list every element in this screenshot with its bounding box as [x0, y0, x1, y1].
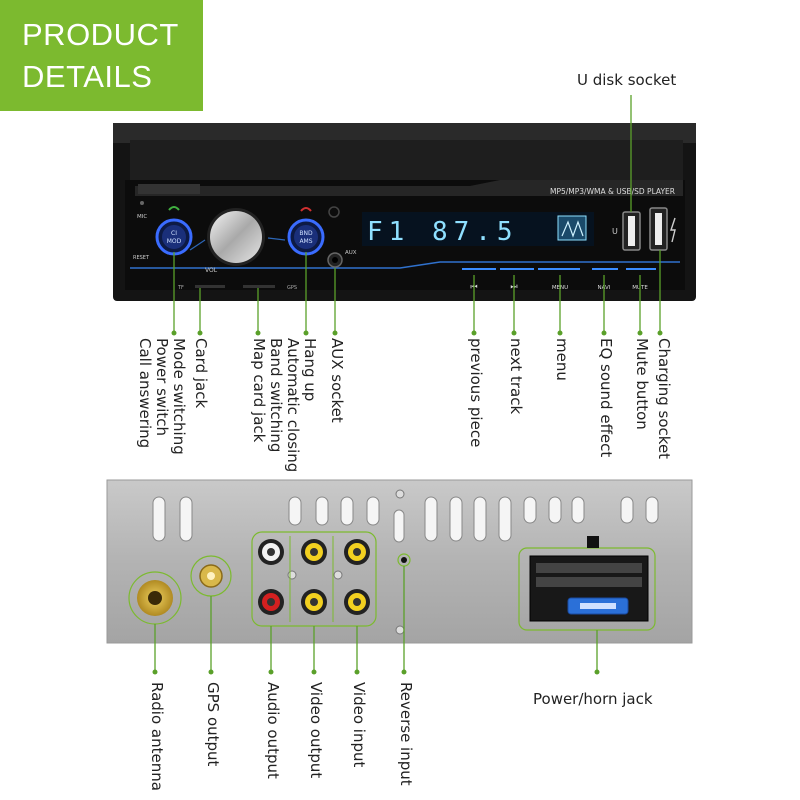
next-track-label: next track	[507, 338, 525, 415]
hang-group-label: Hang up Automatic closing Band switching	[267, 338, 319, 473]
aux-label: AUX	[345, 250, 357, 256]
call-group-label: Mode switching Power switch Call answeri…	[136, 338, 188, 455]
usb-label: U	[612, 227, 618, 236]
front-leader-dots	[171, 330, 663, 336]
hang-up-label: Hang up	[301, 338, 319, 402]
mute-button-label: Mute button	[633, 338, 651, 430]
band-button-line2: AMS	[299, 238, 312, 245]
mode-button-line1: CI	[171, 230, 177, 237]
radio-antenna-label: Radio antenna	[148, 682, 166, 791]
reset-label: RESET	[133, 255, 150, 261]
video-output-yellow-2[interactable]	[301, 589, 327, 615]
badge-line-2: DETAILS	[22, 59, 153, 94]
hang-up-icon	[300, 207, 312, 212]
display-text: F1 87.5	[367, 217, 519, 247]
mode-button[interactable]: CI MOD	[155, 218, 193, 256]
previous-piece-label: previous piece	[467, 338, 485, 448]
video-output-yellow-1[interactable]	[301, 539, 327, 565]
gps-label: GPS	[287, 285, 297, 291]
audio-output-red[interactable]	[258, 589, 284, 615]
charging-socket-label: Charging socket	[655, 338, 673, 460]
automatic-closing-label: Automatic closing	[284, 338, 302, 473]
eq-sound-effect-label: EQ sound effect	[597, 338, 615, 458]
mic-hole	[140, 201, 144, 205]
mode-button-line2: MOD	[167, 238, 182, 245]
card-jack-label: Card jack	[192, 338, 210, 409]
video-input-label: Video input	[350, 682, 368, 768]
tf-slot[interactable]	[195, 285, 225, 288]
rear-panel	[106, 479, 693, 644]
mode-switching-label: Mode switching	[170, 338, 188, 455]
lcd-display	[362, 212, 594, 246]
product-details-badge: PRODUCT DETAILS	[0, 0, 203, 111]
aux-socket-label: AUX socket	[328, 338, 346, 423]
panel-header-text: MP5/MP3/WMA & USB/SD PLAYER	[550, 187, 675, 196]
video-output-label: Video output	[307, 682, 325, 779]
speaker-grille	[328, 206, 340, 218]
audio-output-label: Audio output	[264, 682, 282, 779]
video-input-yellow-2[interactable]	[344, 589, 370, 615]
rear-leader-lines	[154, 566, 598, 672]
reverse-input-label: Reverse input	[397, 682, 415, 786]
vol-label: VOL	[205, 267, 218, 274]
call-answer-icon	[168, 206, 180, 211]
power-horn-connector[interactable]	[518, 536, 656, 631]
video-input-yellow-1[interactable]	[344, 539, 370, 565]
map-card-jack-label: Map card jack	[250, 338, 268, 443]
band-switching-label: Band switching	[267, 338, 285, 453]
band-button[interactable]: BND AMS	[287, 218, 325, 256]
gps-output-label: GPS output	[204, 682, 222, 767]
menu-label: menu	[553, 338, 571, 381]
lightning-icon	[670, 217, 676, 243]
gps-card-slot[interactable]	[243, 285, 275, 288]
power-horn-jack-label: Power/horn jack	[533, 690, 653, 708]
front-leader-lines	[173, 95, 661, 333]
u-disk-socket-label: U disk socket	[577, 71, 677, 89]
call-answering-label: Call answering	[136, 338, 154, 449]
power-switch-label: Power switch	[153, 338, 171, 437]
tf-label: TF	[177, 285, 184, 291]
front-panel: MP5/MP3/WMA & USB/SD PLAYER MIC RESET CI…	[113, 123, 696, 301]
volume-knob[interactable]	[207, 208, 265, 266]
band-button-line1: BND	[299, 230, 313, 237]
rear-leader-dots	[152, 669, 600, 675]
badge-line-1: PRODUCT	[22, 17, 179, 52]
audio-output-white[interactable]	[258, 539, 284, 565]
mic-label: MIC	[137, 214, 147, 220]
